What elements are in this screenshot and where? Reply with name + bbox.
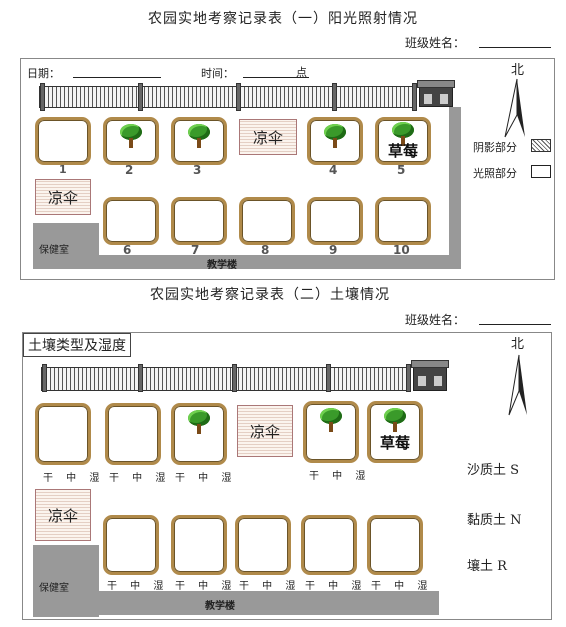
plot-8-number: 8: [261, 243, 270, 257]
moisture-options[interactable]: 干 中 湿: [309, 471, 371, 482]
section-header: 土壤类型及湿度: [23, 333, 131, 357]
plot-6-number: 6: [123, 243, 132, 257]
plot-6[interactable]: [103, 197, 159, 245]
soil-plot-8[interactable]: [235, 515, 291, 575]
table1-panel: 日期： 时间： 点 北 阴影部分 光照部分 1 2 3 凉伞 4: [20, 58, 555, 280]
soil-plot-4[interactable]: [303, 401, 359, 463]
table2-title: 农园实地考察记录表（二）土壤情况: [150, 287, 390, 303]
plot-8[interactable]: [239, 197, 295, 245]
soil-plot-1[interactable]: [35, 403, 91, 465]
date-field[interactable]: [73, 77, 161, 78]
clinic-block: [33, 223, 99, 269]
gatehouse-icon: [417, 80, 455, 107]
table2-class-name-label: 班级姓名：: [405, 313, 466, 327]
moisture-options[interactable]: 干 中 湿: [43, 473, 105, 484]
plot-1-number: 1: [59, 163, 67, 176]
gatehouse-icon: [411, 360, 449, 391]
east-wall: [449, 107, 461, 269]
shadow-legend-label: 阴影部分: [473, 141, 517, 154]
soil-plot-9[interactable]: [301, 515, 357, 575]
north-label: 北: [511, 337, 525, 352]
plot-2[interactable]: [103, 117, 159, 165]
time-field[interactable]: [243, 77, 309, 78]
moisture-options[interactable]: 干 中 湿: [175, 473, 237, 484]
table1-class-name-field[interactable]: [479, 47, 551, 48]
soil-plot-6[interactable]: [103, 515, 159, 575]
moisture-options[interactable]: 干 中 湿: [107, 581, 169, 592]
tree-icon: [383, 408, 407, 432]
soil-type-sandy: 沙质土 S: [467, 463, 520, 478]
plot-5[interactable]: 草莓: [375, 117, 431, 165]
tree-icon: [119, 124, 143, 148]
teaching-building: [99, 591, 439, 615]
clinic-label: 保健室: [39, 245, 69, 256]
sun-legend-label: 光照部分: [473, 167, 517, 180]
teaching-building-label: 教学楼: [205, 601, 235, 612]
clinic-label: 保健室: [39, 583, 69, 594]
soil-plot-2[interactable]: [105, 403, 161, 465]
plot-4[interactable]: [307, 117, 363, 165]
soil-plot-3[interactable]: [171, 403, 227, 465]
clinic-block: [33, 545, 99, 617]
north-label: 北: [511, 63, 525, 78]
plot-5-number: 5: [397, 163, 406, 177]
plot-10-number: 10: [393, 243, 410, 257]
moisture-options[interactable]: 干 中 湿: [239, 581, 301, 592]
plot-2-number: 2: [125, 163, 134, 177]
table1-title: 农园实地考察记录表（一）阳光照射情况: [148, 11, 418, 27]
shadow-legend-swatch: [531, 139, 551, 152]
north-arrow-icon: [504, 78, 525, 138]
umbrella-shelter: 凉伞: [237, 405, 293, 457]
plot-4-number: 4: [329, 163, 338, 177]
table1-class-name-label: 班级姓名：: [405, 36, 466, 50]
fence: [41, 364, 411, 392]
tree-icon: [323, 124, 347, 148]
plot-7[interactable]: [171, 197, 227, 245]
fence: [39, 83, 417, 111]
teaching-building-label: 教学楼: [207, 260, 237, 271]
plot-9-number: 9: [329, 243, 338, 257]
soil-plot-7[interactable]: [171, 515, 227, 575]
umbrella-shelter-west: 凉伞: [35, 489, 91, 541]
teaching-building: [99, 255, 461, 269]
table2-panel: 土壤类型及湿度 北 干 中 湿 干 中 湿 干 中 湿 凉伞 干 中 湿 草莓 …: [22, 332, 552, 620]
moisture-options[interactable]: 干 中 湿: [175, 581, 237, 592]
tree-icon: [187, 410, 211, 434]
tree-icon: [187, 124, 211, 148]
north-arrow-icon: [508, 354, 527, 416]
plot-9[interactable]: [307, 197, 363, 245]
time-unit: 点: [296, 66, 307, 79]
soil-type-clay: 黏质土 N: [467, 513, 522, 528]
moisture-options[interactable]: 干 中 湿: [109, 473, 171, 484]
strawberry-label: 草莓: [387, 142, 418, 160]
umbrella-shelter-west: 凉伞: [35, 179, 91, 215]
table2-class-name-field[interactable]: [479, 324, 551, 325]
soil-type-loam: 壤土 R: [467, 559, 507, 574]
umbrella-shelter: 凉伞: [239, 119, 297, 155]
plot-3[interactable]: [171, 117, 227, 165]
soil-plot-10[interactable]: [367, 515, 423, 575]
plot-1[interactable]: [35, 117, 91, 165]
tree-icon: [391, 122, 415, 146]
plot-3-number: 3: [193, 163, 202, 177]
time-label: 时间：: [201, 67, 234, 80]
soil-plot-5[interactable]: 草莓: [367, 401, 423, 463]
sun-legend-swatch: [531, 165, 551, 178]
date-label: 日期：: [27, 67, 60, 80]
moisture-options[interactable]: 干 中 湿: [305, 581, 367, 592]
plot-7-number: 7: [191, 243, 200, 257]
moisture-options[interactable]: 干 中 湿: [371, 581, 433, 592]
plot-10[interactable]: [375, 197, 431, 245]
strawberry-label: 草莓: [379, 434, 410, 452]
tree-icon: [319, 408, 343, 432]
